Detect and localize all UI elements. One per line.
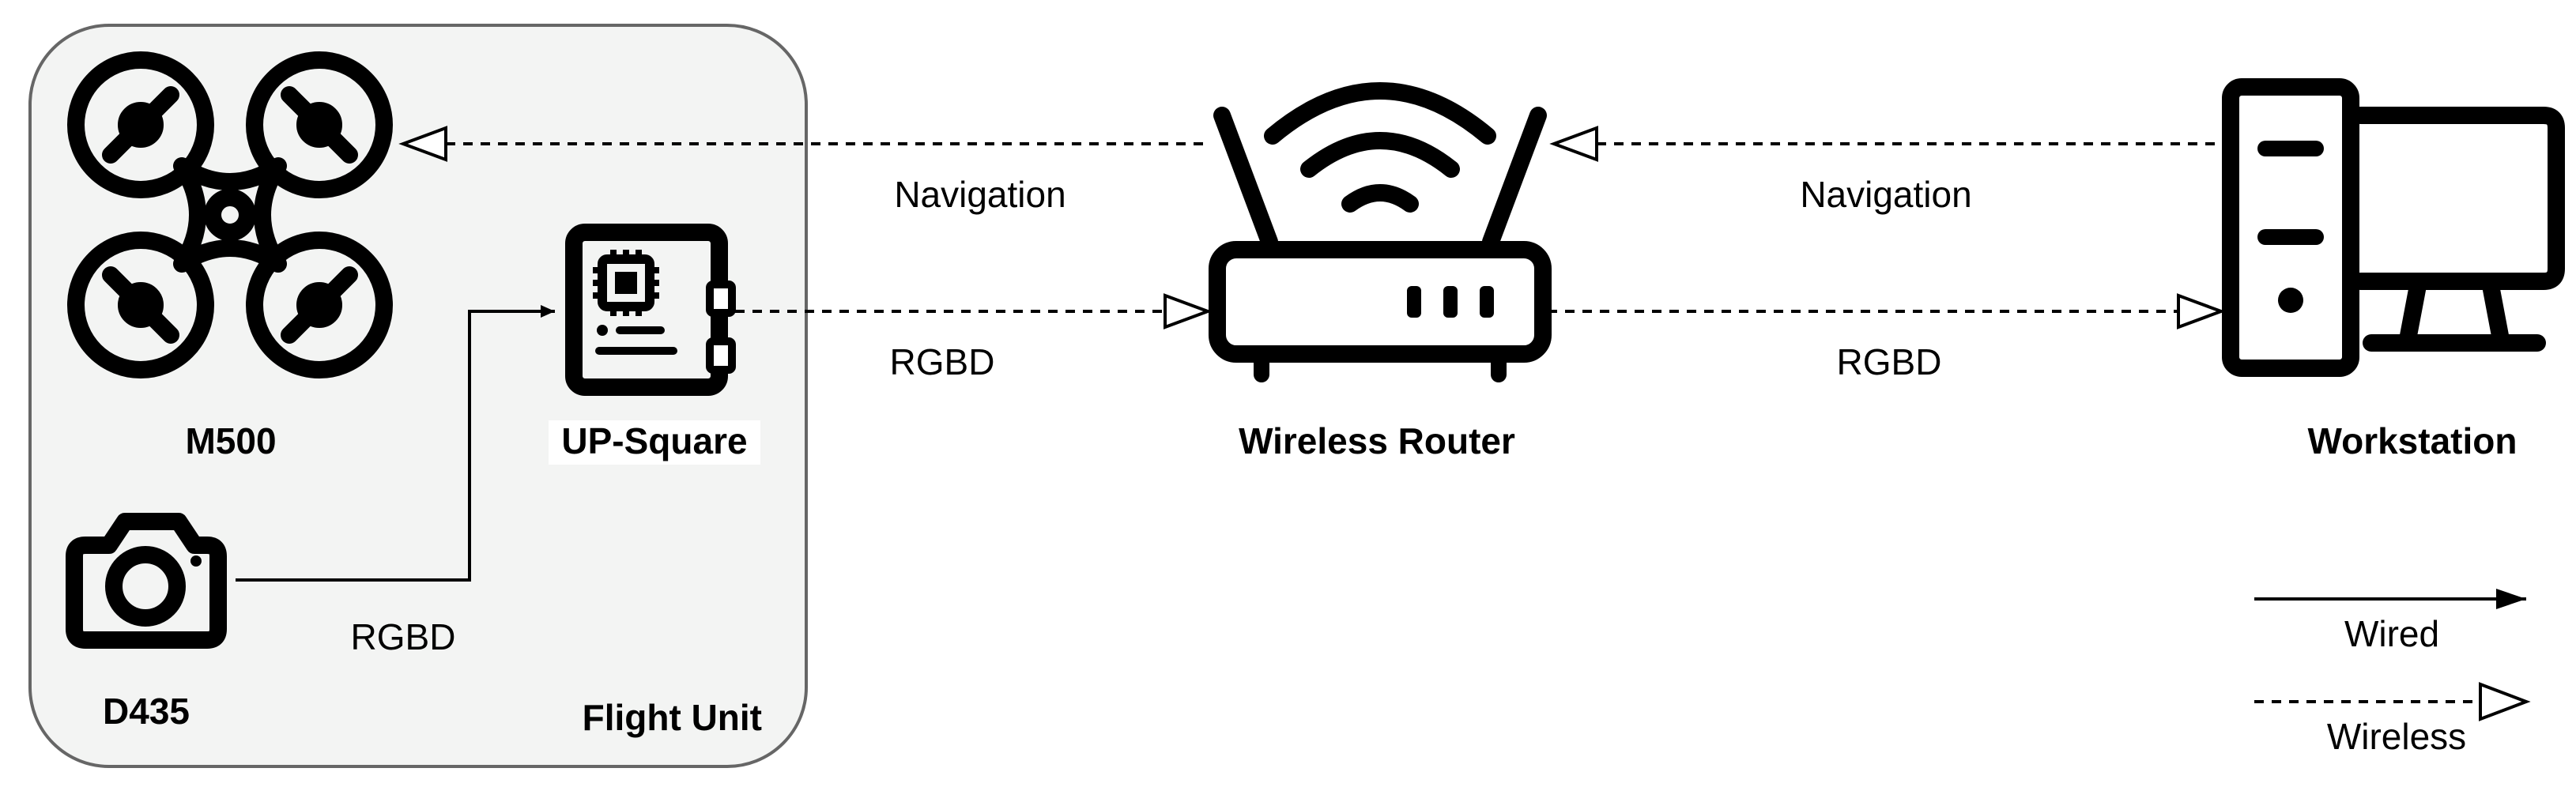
- drone-icon: [67, 51, 393, 378]
- m500-label: M500: [185, 420, 276, 461]
- legend-wired-label: Wired: [2344, 613, 2439, 654]
- edge-camera-to-board: RGBD: [236, 305, 555, 657]
- legend: Wired Wireless: [2254, 589, 2531, 757]
- workstation-label: Workstation: [2308, 420, 2518, 461]
- upsquare-label-bg: [549, 420, 760, 465]
- wired-connector: [236, 305, 555, 582]
- open-arrowhead: [398, 126, 447, 162]
- d435-label: D435: [103, 691, 190, 732]
- edge-label-router-to-workstation: RGBD: [1837, 341, 1942, 382]
- open-arrowhead: [2177, 293, 2226, 329]
- edge-label-router-to-drone: Navigation: [894, 174, 1065, 215]
- d435-node: D435: [66, 513, 227, 732]
- flight-unit-label: Flight Unit: [583, 697, 762, 738]
- camera-icon: [66, 513, 227, 649]
- edge-label-board-to-router: RGBD: [890, 341, 995, 382]
- legend-wireless: Wireless: [2254, 682, 2531, 757]
- router-label: Wireless Router: [1239, 420, 1515, 461]
- m500-node: M500: [67, 51, 393, 461]
- edge-label-camera-to-board: RGBD: [351, 616, 456, 657]
- edge-label-workstation-to-router: Navigation: [1800, 174, 1971, 215]
- desktop-computer-icon: [2222, 78, 2565, 377]
- open-arrowhead: [1164, 293, 1213, 329]
- legend-wireless-arrowhead: [2479, 682, 2531, 721]
- workstation-node: Workstation: [2222, 78, 2565, 461]
- legend-wired: Wired: [2254, 589, 2526, 654]
- legend-wireless-label: Wireless: [2327, 716, 2466, 757]
- motherboard-icon: [565, 224, 736, 396]
- edge-workstation-to-router: Navigation: [1549, 126, 2221, 215]
- open-arrowhead: [1549, 126, 1598, 162]
- wifi-router-icon: [1209, 82, 1552, 382]
- upsquare-label: UP-Square: [561, 420, 747, 461]
- upsquare-node: UP-Square: [549, 224, 760, 465]
- router-node: Wireless Router: [1209, 82, 1552, 461]
- edge-router-to-drone: Navigation: [398, 126, 1208, 215]
- edge-router-to-workstation: RGBD: [1548, 293, 2226, 382]
- edge-board-to-router: RGBD: [735, 293, 1213, 382]
